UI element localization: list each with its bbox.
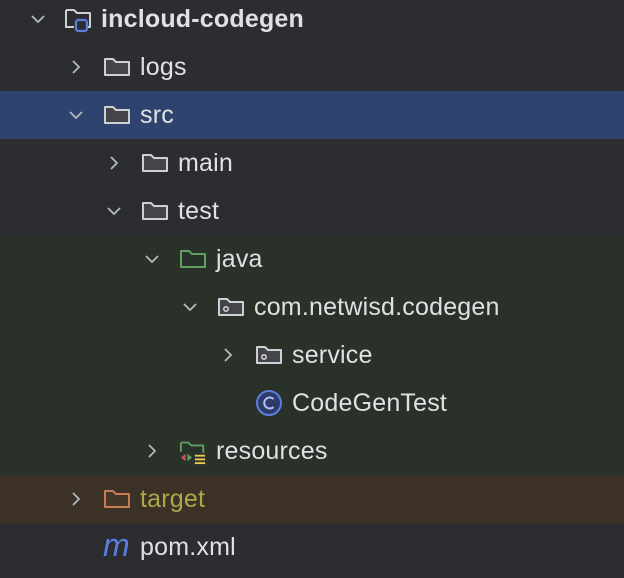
chevron-down-icon[interactable]	[104, 201, 124, 221]
tree-item-pom-xml[interactable]: m pom.xml	[0, 523, 624, 571]
tree-item-resources[interactable]: resources	[0, 427, 624, 475]
excluded-folder-icon	[104, 490, 130, 508]
maven-icon: m	[103, 527, 130, 563]
chevron-right-icon[interactable]	[142, 441, 162, 461]
module-folder-icon	[65, 9, 91, 33]
chevron-down-icon[interactable]	[28, 9, 48, 29]
folder-icon	[142, 202, 168, 220]
tree-item-label: src	[140, 100, 174, 129]
tree-item-main[interactable]: main	[0, 139, 624, 187]
tree-item-test[interactable]: test	[0, 187, 624, 235]
tree-item-service[interactable]: service	[0, 331, 624, 379]
tree-item-label: service	[292, 340, 373, 369]
java-class-icon	[256, 390, 282, 416]
tree-item-label: com.netwisd.codegen	[254, 292, 500, 321]
tree-item-label: CodeGenTest	[292, 388, 448, 417]
package-icon	[218, 298, 244, 316]
tree-item-src[interactable]: src	[0, 91, 624, 139]
tree-item-label: pom.xml	[140, 532, 236, 561]
tree-item-target[interactable]: target	[0, 475, 624, 523]
tree-item-logs[interactable]: logs	[0, 43, 624, 91]
chevron-down-icon[interactable]	[66, 105, 86, 125]
chevron-right-icon[interactable]	[66, 489, 86, 509]
tree-item-label: resources	[216, 436, 328, 465]
folder-icon	[142, 154, 168, 172]
package-icon	[256, 346, 282, 364]
tree-item-incloud-codegen[interactable]: incloud-codegen	[0, 0, 624, 43]
folder-icon	[104, 106, 130, 124]
tree-item-label: java	[216, 244, 263, 273]
tree-item-label: test	[178, 196, 220, 225]
chevron-down-icon[interactable]	[142, 249, 162, 269]
chevron-right-icon[interactable]	[66, 57, 86, 77]
test-resources-folder-icon	[179, 441, 206, 465]
chevron-right-icon[interactable]	[218, 345, 238, 365]
folder-icon	[104, 58, 130, 76]
chevron-down-icon[interactable]	[180, 297, 200, 317]
tree-item-label: logs	[140, 52, 187, 81]
tree-item-label: target	[140, 484, 206, 513]
tree-item-label: incloud-codegen	[101, 4, 304, 33]
tree-item-label: main	[178, 148, 233, 177]
tree-item-com-netwisd-codegen[interactable]: com.netwisd.codegen	[0, 283, 624, 331]
tree-item-codegentest[interactable]: CodeGenTest	[0, 379, 624, 427]
chevron-right-icon[interactable]	[104, 153, 124, 173]
test-sources-folder-icon	[180, 250, 206, 268]
tree-item-java[interactable]: java	[0, 235, 624, 283]
